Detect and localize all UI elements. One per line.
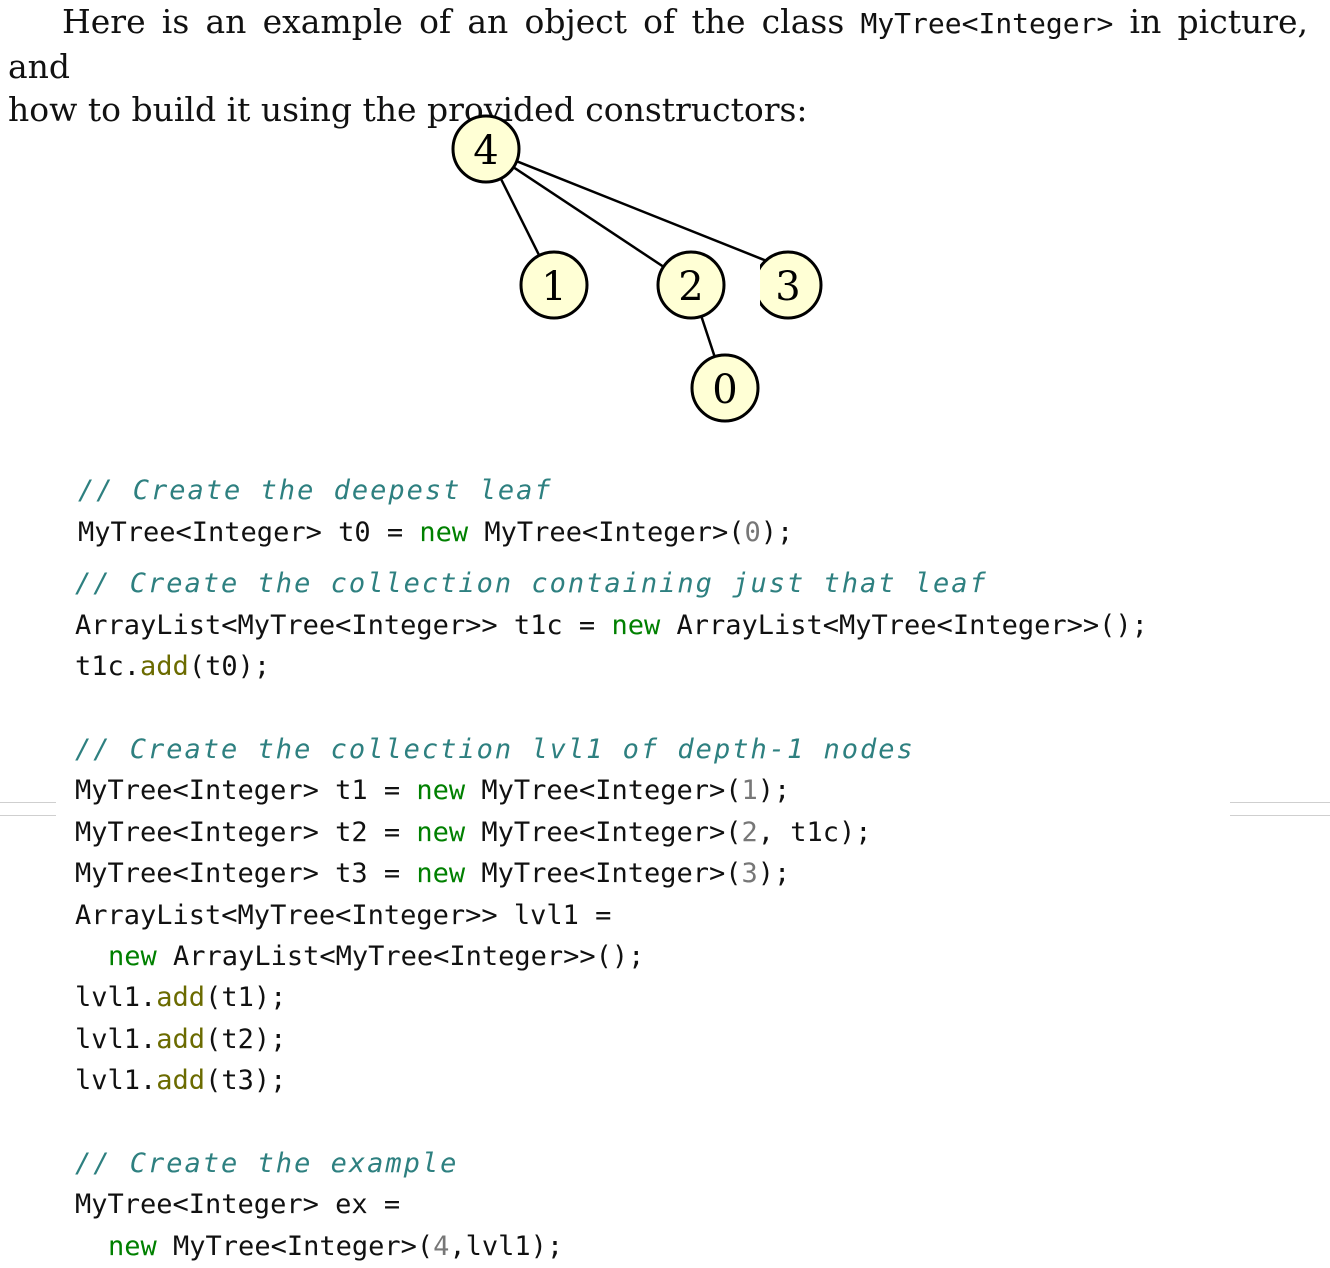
code-text: (t2);	[205, 1024, 287, 1055]
code-text: MyTree<Integer>(	[156, 1231, 434, 1262]
code-text: t1c.	[75, 651, 141, 682]
tree-nodes: 4 1 2 0	[451, 114, 760, 423]
intro-class-name: MyTree<Integer>	[860, 7, 1114, 40]
code-text: lvl1.	[75, 1024, 157, 1055]
node-label: 3	[775, 264, 800, 310]
code-line-13: new MyTree<Integer>(4,lvl1);	[108, 1231, 563, 1263]
code-line-3: t1c.add(t0);	[75, 651, 270, 683]
node-label: 1	[541, 264, 566, 310]
code-text: );	[757, 858, 791, 889]
intro-text: Here is an example of an object of the c…	[62, 2, 861, 41]
code-text: lvl1.	[75, 982, 157, 1013]
code-number: 2	[741, 817, 758, 848]
code-comment-4: // Create the example	[75, 1148, 459, 1179]
page-rule-left	[0, 802, 56, 816]
tree-node-3-layer: 3	[760, 250, 823, 320]
code-comment-3: // Create the collection lvl1 of depth-1…	[75, 734, 915, 765]
code-line-2: ArrayList<MyTree<Integer>> t1c = new Arr…	[75, 610, 1148, 642]
code-line-1: MyTree<Integer> t0 = new MyTree<Integer>…	[78, 517, 793, 549]
code-text: ArrayList<MyTree<Integer>> lvl1 =	[75, 900, 612, 931]
tree-node-4: 4	[451, 114, 521, 184]
code-number: 0	[744, 517, 761, 548]
tree-node-2: 2	[656, 250, 726, 320]
code-line-12: MyTree<Integer> ex =	[75, 1189, 400, 1221]
code-text: MyTree<Integer> t0 =	[78, 517, 420, 548]
code-text: );	[757, 775, 791, 806]
code-text: );	[760, 517, 794, 548]
edge-4-2	[485, 147, 692, 287]
node-label: 4	[473, 128, 498, 174]
tree-node-1: 1	[519, 250, 589, 320]
code-text: ArrayList<MyTree<Integer>>();	[660, 610, 1148, 641]
node-label: 0	[712, 367, 737, 413]
code-line-5: MyTree<Integer> t2 = new MyTree<Integer>…	[75, 817, 872, 849]
code-comment-2: // Create the collection containing just…	[75, 568, 988, 599]
intro-paragraph: Here is an example of an object of the c…	[8, 0, 1308, 131]
code-keyword: new	[611, 610, 661, 641]
node-label: 2	[678, 264, 703, 310]
code-text: MyTree<Integer>(	[465, 775, 742, 806]
code-keyword: new	[416, 858, 466, 889]
intro-line-1: Here is an example of an object of the c…	[8, 0, 1308, 88]
code-number: 4	[433, 1231, 450, 1262]
code-text: MyTree<Integer> t3 =	[75, 858, 417, 889]
code-text: ,lvl1);	[449, 1231, 564, 1262]
tree-diagram: 4 1 2 0	[451, 114, 780, 423]
code-method: add	[156, 982, 206, 1013]
page-rule-right	[1230, 802, 1330, 816]
code-text: MyTree<Integer>(	[465, 817, 742, 848]
code-keyword: new	[419, 517, 469, 548]
code-keyword: new	[416, 817, 466, 848]
code-keyword: new	[108, 941, 157, 972]
code-text: , t1c);	[757, 817, 872, 848]
code-line-11: lvl1.add(t3);	[75, 1065, 286, 1097]
intro-line-2: how to build it using the provided const…	[8, 90, 808, 129]
code-line-9: lvl1.add(t1);	[75, 982, 286, 1014]
code-text: (t1);	[205, 982, 287, 1013]
code-text: lvl1.	[75, 1065, 157, 1096]
tree-node-3: 3	[760, 250, 823, 320]
code-text: MyTree<Integer>(	[468, 517, 745, 548]
code-text: ArrayList<MyTree<Integer>> t1c =	[75, 610, 612, 641]
code-line-8: new ArrayList<MyTree<Integer>>();	[108, 941, 644, 973]
code-method: add	[156, 1024, 206, 1055]
tree-node-0: 0	[690, 353, 760, 423]
code-method: add	[140, 651, 189, 682]
code-line-6: MyTree<Integer> t3 = new MyTree<Integer>…	[75, 858, 790, 890]
code-number: 3	[741, 858, 758, 889]
code-line-7: ArrayList<MyTree<Integer>> lvl1 =	[75, 900, 611, 932]
code-text: (t0);	[188, 651, 271, 682]
code-text: (t3);	[205, 1065, 287, 1096]
code-number: 1	[741, 775, 758, 806]
code-text: MyTree<Integer> t1 =	[75, 775, 417, 806]
code-method: add	[156, 1065, 206, 1096]
code-text: MyTree<Integer> t2 =	[75, 817, 417, 848]
code-comment-1: // Create the deepest leaf	[78, 475, 553, 506]
code-text: MyTree<Integer>(	[465, 858, 742, 889]
code-text: MyTree<Integer> ex =	[75, 1189, 401, 1220]
intro-text-suffix: in picture, and	[8, 2, 1309, 86]
code-line-4: MyTree<Integer> t1 = new MyTree<Integer>…	[75, 775, 790, 807]
code-keyword: new	[108, 1231, 157, 1262]
code-line-10: lvl1.add(t2);	[75, 1024, 286, 1056]
code-text: ArrayList<MyTree<Integer>>();	[156, 941, 645, 972]
code-keyword: new	[416, 775, 466, 806]
